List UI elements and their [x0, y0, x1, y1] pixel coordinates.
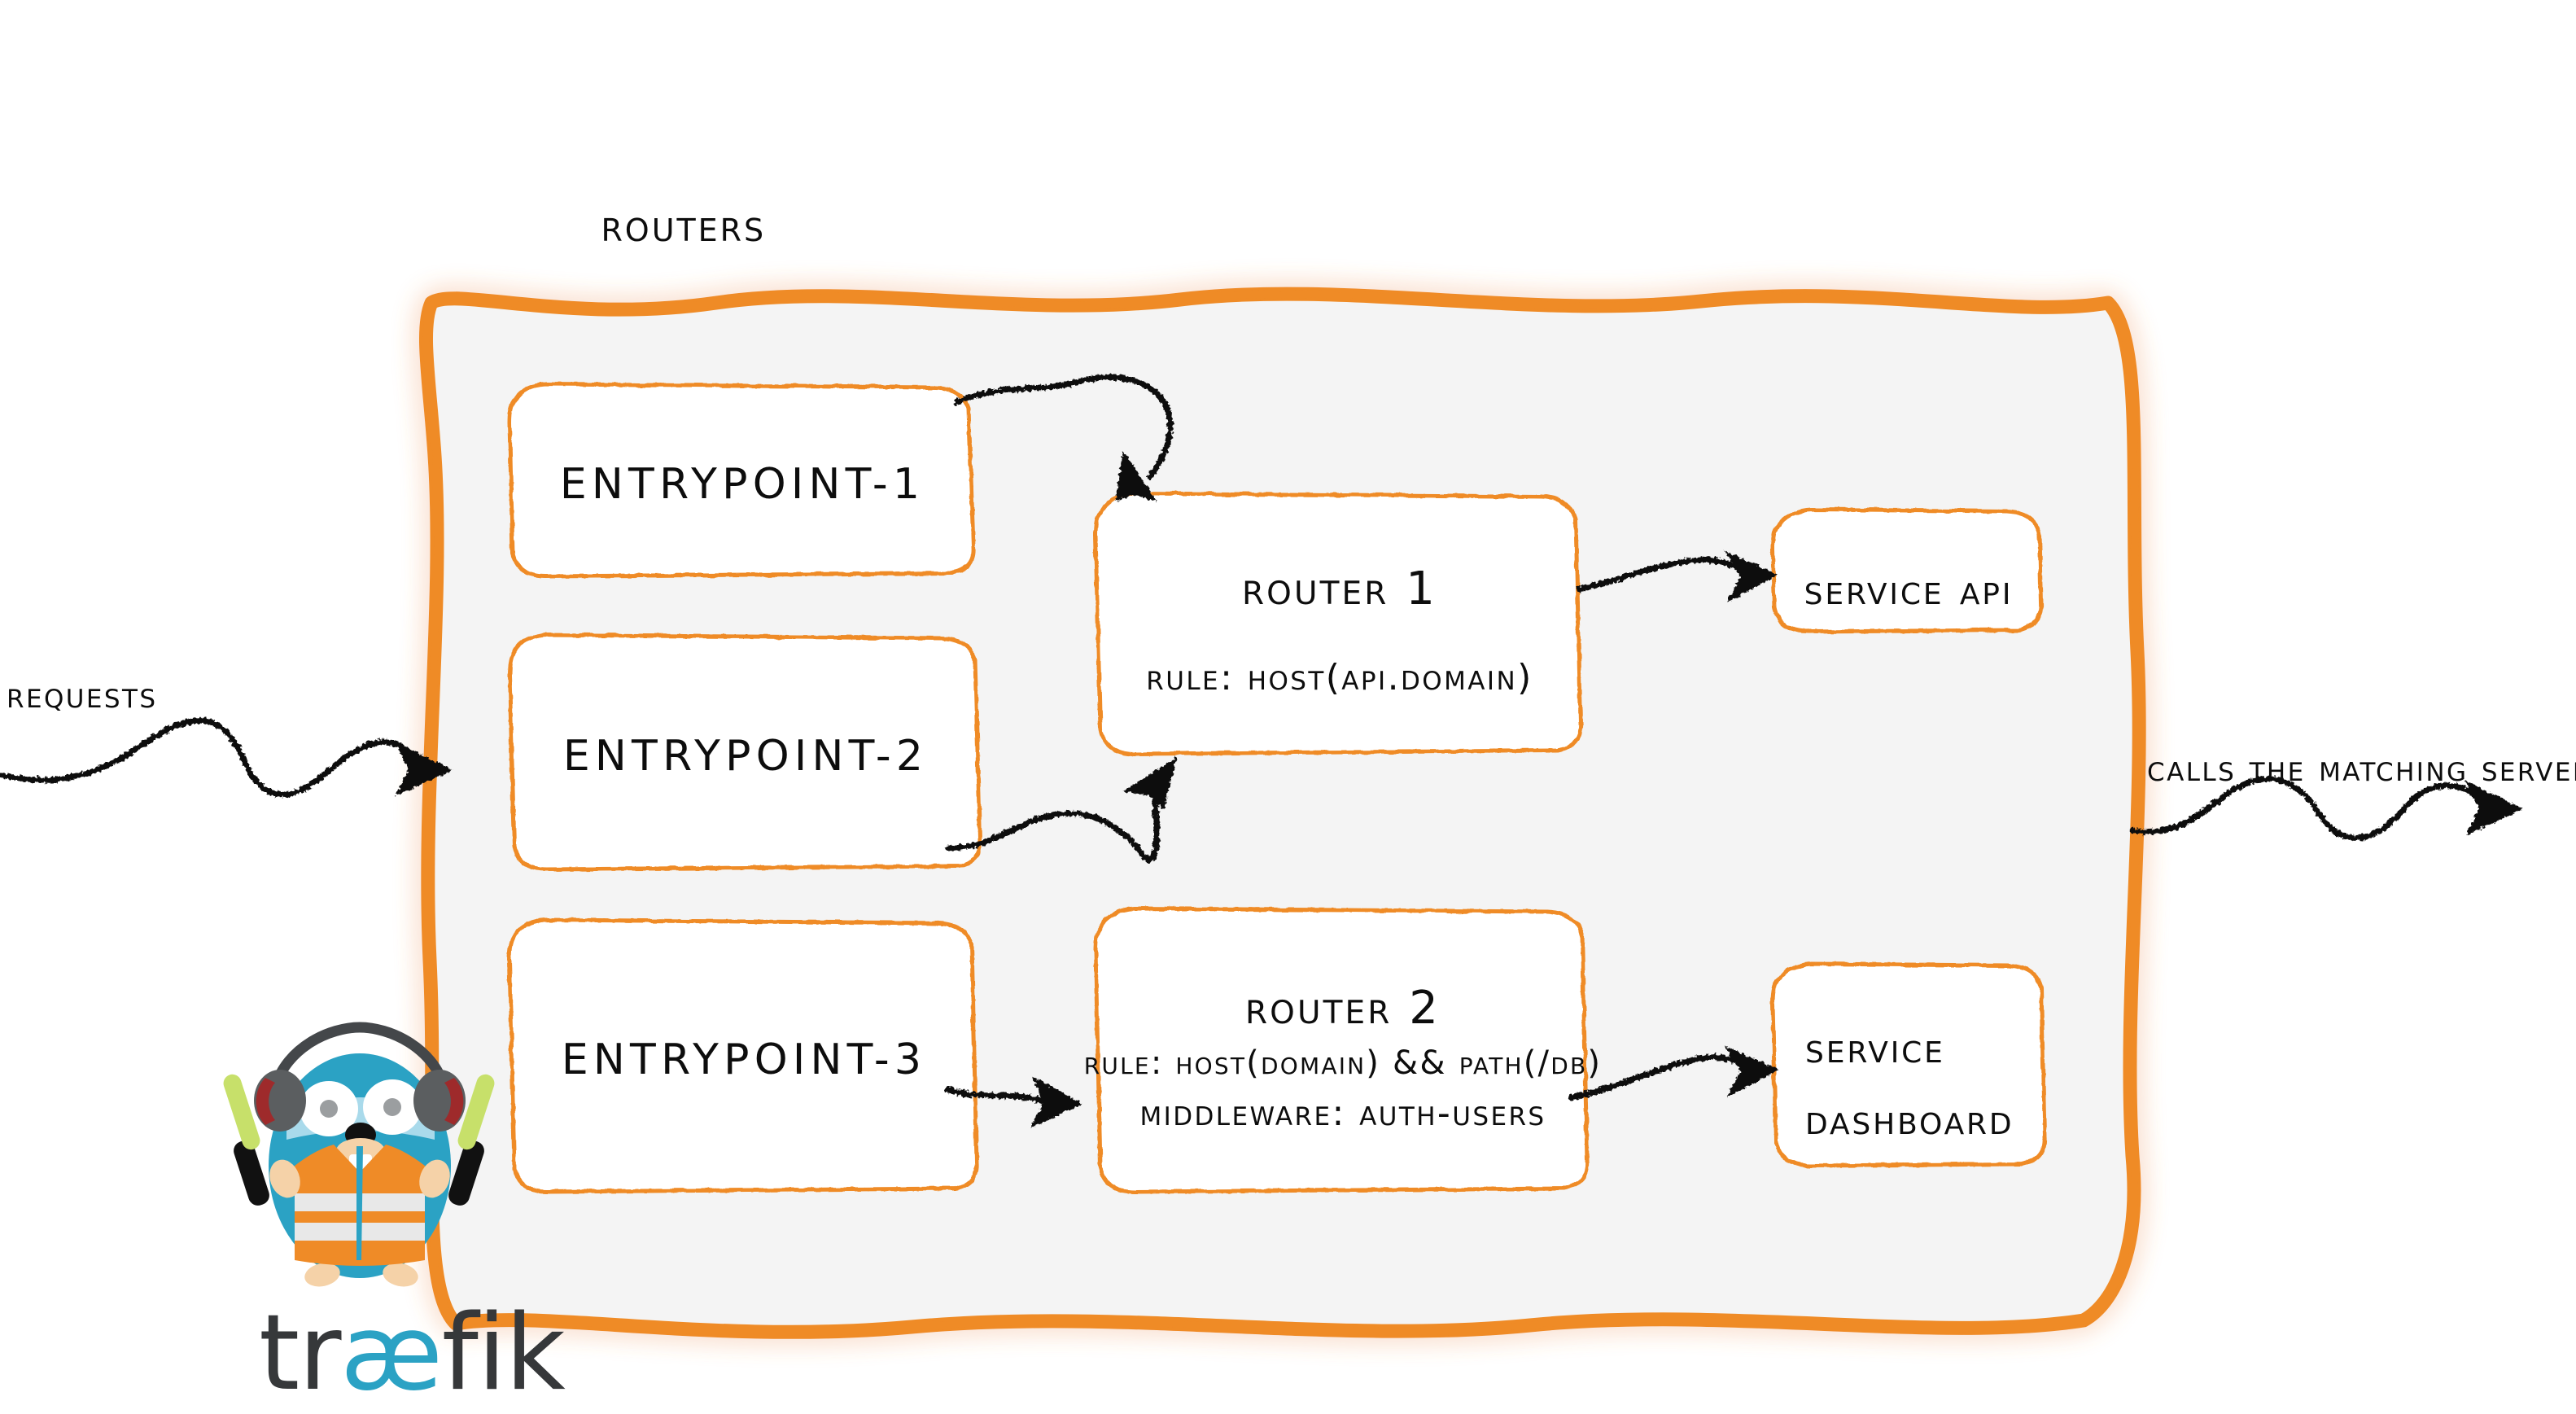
service-box-api[interactable]	[1770, 507, 2044, 634]
traefik-wordmark: træfik	[259, 1293, 566, 1414]
service-box-dashboard[interactable]	[1770, 961, 2047, 1168]
router-box-2[interactable]	[1093, 906, 1590, 1194]
page-title-text: Routers	[601, 200, 767, 252]
entrypoint-box-2[interactable]	[507, 633, 982, 872]
page-title: Routers	[0, 153, 2576, 300]
calls-matching-server-label: Calls the matching server	[2147, 748, 2576, 790]
arrow-router1-to-service-api	[1576, 550, 1778, 602]
entrypoint-box-3[interactable]	[507, 917, 979, 1194]
wordmark-part-right: fik	[441, 1293, 566, 1414]
arrow-requests-in	[0, 717, 453, 798]
arrow-router2-to-service-dashboard	[1568, 1045, 1779, 1101]
arrow-entrypoint2-to-router1	[946, 757, 1177, 864]
arrow-entrypoint1-to-router1	[954, 374, 1174, 501]
baton-right-icon	[448, 1074, 495, 1206]
traefik-gopher-mascot	[223, 1022, 495, 1287]
entrypoint-box-1[interactable]	[507, 382, 976, 579]
arrow-entrypoint3-to-router2	[944, 1076, 1082, 1128]
arrow-calls-matching-server	[2129, 776, 2523, 841]
wordmark-part-left: tr	[259, 1293, 342, 1414]
requests-label: Requests	[7, 675, 158, 716]
baton-left-icon	[223, 1074, 269, 1206]
wordmark-ae-ligature: æ	[340, 1293, 443, 1414]
